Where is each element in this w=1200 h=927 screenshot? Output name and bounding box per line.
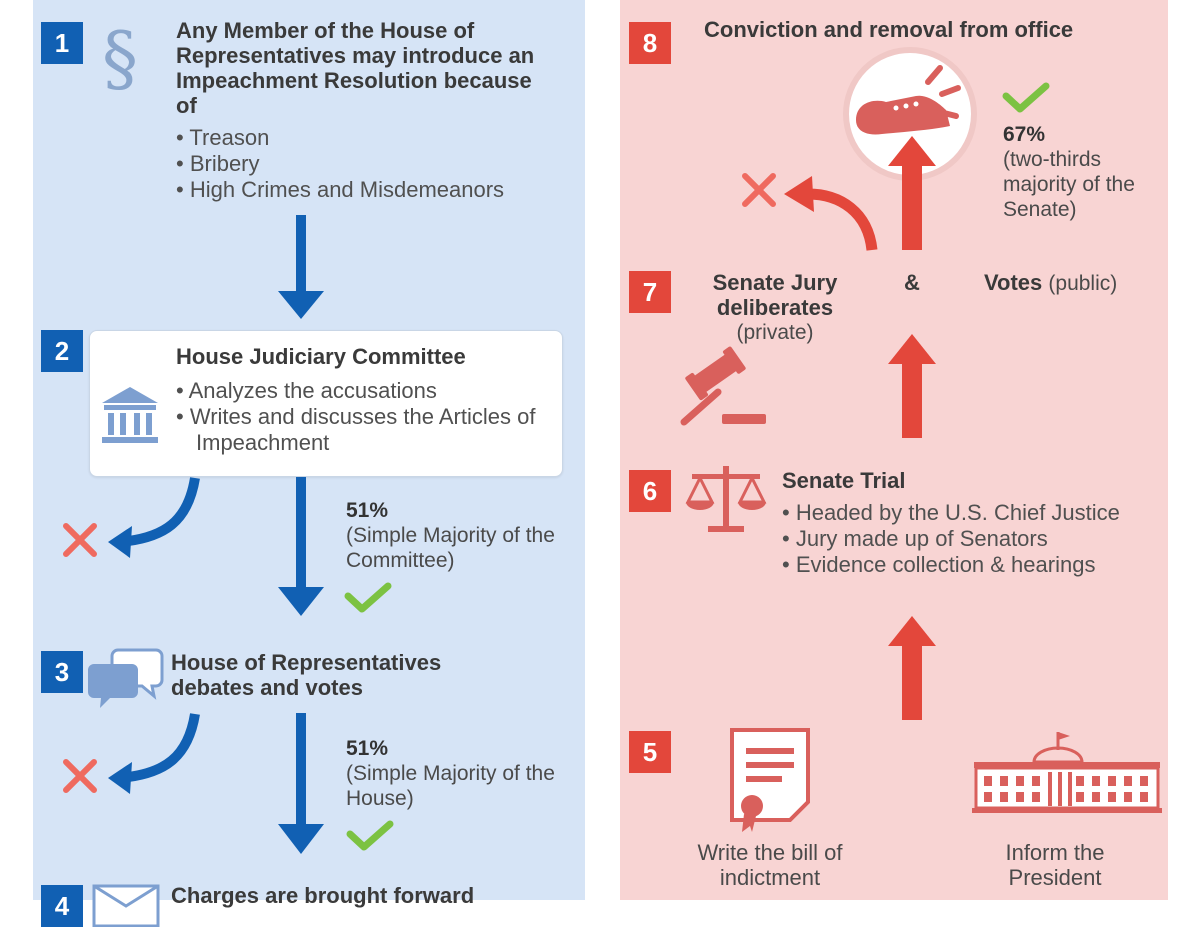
arrow-down-2-to-3 <box>278 477 324 616</box>
trial-detail: Headed by the U.S. Chief Justice <box>782 500 1162 526</box>
arrow-up-7-to-8 <box>888 136 936 250</box>
step-1-badge: 1 <box>41 22 83 64</box>
step-8-vote: 67% (two-thirds majority of the Senate) <box>1003 122 1163 222</box>
step-6-title: Senate Trial <box>782 468 906 493</box>
vote-percentage: 51% <box>346 737 389 760</box>
step-6-badge: 6 <box>629 470 671 512</box>
vote-note: (two-thirds majority of the Senate) <box>1003 148 1135 221</box>
step-7-badge: 7 <box>629 271 671 313</box>
task-item: Analyzes the accusations <box>176 378 546 404</box>
white-house-icon <box>972 732 1162 813</box>
step-1-reasons: Treason Bribery High Crimes and Misdemea… <box>176 125 566 203</box>
step-4-title: Charges are brought forward <box>171 883 475 908</box>
vote-note: (Simple Majority of the Committee) <box>346 524 555 572</box>
senate-jury-block: Senate Jury deliberates (private) <box>700 270 850 345</box>
arrow-down-3-to-4 <box>278 713 324 854</box>
scales-icon <box>685 466 767 532</box>
votes-block: Votes (public) <box>984 270 1117 296</box>
vote-note: (Simple Majority of the House) <box>346 762 555 810</box>
trial-detail: Jury made up of Senators <box>782 526 1162 552</box>
check-icon <box>346 820 394 851</box>
trial-detail: Evidence collection & hearings <box>782 552 1162 578</box>
votes-note: (public) <box>1048 272 1118 295</box>
step-8-badge: 8 <box>629 22 671 64</box>
arrow-down-1-to-2 <box>278 215 324 319</box>
arrow-up-5-to-6 <box>888 616 936 720</box>
step-8-title: Conviction and removal from office <box>704 17 1074 42</box>
arrow-up-6-to-7 <box>888 334 936 438</box>
jury-title: Senate Jury deliberates <box>712 270 838 320</box>
step-2-tasks: Analyzes the accusations Writes and disc… <box>176 378 546 456</box>
reason-item: High Crimes and Misdemeanors <box>176 177 566 203</box>
cross-icon <box>63 523 97 557</box>
check-icon <box>1002 82 1050 113</box>
indictment-label: Write the bill of indictment <box>697 840 843 890</box>
step-1-title: Any Member of the House of Representativ… <box>176 18 535 118</box>
reason-item: Treason <box>176 125 566 151</box>
step-2-title: House Judiciary Committee <box>176 344 466 369</box>
cross-icon <box>742 173 776 207</box>
cross-icon <box>63 759 97 793</box>
votes-label: Votes <box>984 270 1043 295</box>
chat-bubbles-icon <box>88 648 164 708</box>
section-sign-icon: § <box>102 16 138 100</box>
reason-item: Bribery <box>176 151 566 177</box>
step-3-vote: 51% (Simple Majority of the House) <box>346 736 566 811</box>
ampersand: & <box>904 270 920 295</box>
task-item: Writes and discusses the Articles of Imp… <box>176 404 546 456</box>
gavel-icon <box>680 346 766 426</box>
jury-note: (private) <box>736 321 814 344</box>
rejection-arrow-3 <box>108 713 200 794</box>
check-icon <box>344 582 392 613</box>
document-certificate-icon <box>730 728 810 832</box>
step-3-badge: 3 <box>41 651 83 693</box>
vote-percentage: 67% <box>1003 123 1046 146</box>
step-2-vote: 51% (Simple Majority of the Committee) <box>346 498 566 573</box>
rejection-arrow-2 <box>108 477 200 558</box>
inform-president-label: Inform the President <box>1005 840 1105 890</box>
step-3-title: House of Representatives debates and vot… <box>171 650 442 700</box>
step-6-details: Headed by the U.S. Chief Justice Jury ma… <box>782 500 1162 578</box>
envelope-icon <box>92 884 160 927</box>
boot-kick-icon <box>843 47 977 181</box>
courthouse-icon <box>102 387 158 443</box>
step-2-badge: 2 <box>41 330 83 372</box>
step-4-badge: 4 <box>41 885 83 927</box>
rejection-arrow-senate <box>784 176 878 251</box>
vote-percentage: 51% <box>346 499 389 522</box>
step-5-badge: 5 <box>629 731 671 773</box>
